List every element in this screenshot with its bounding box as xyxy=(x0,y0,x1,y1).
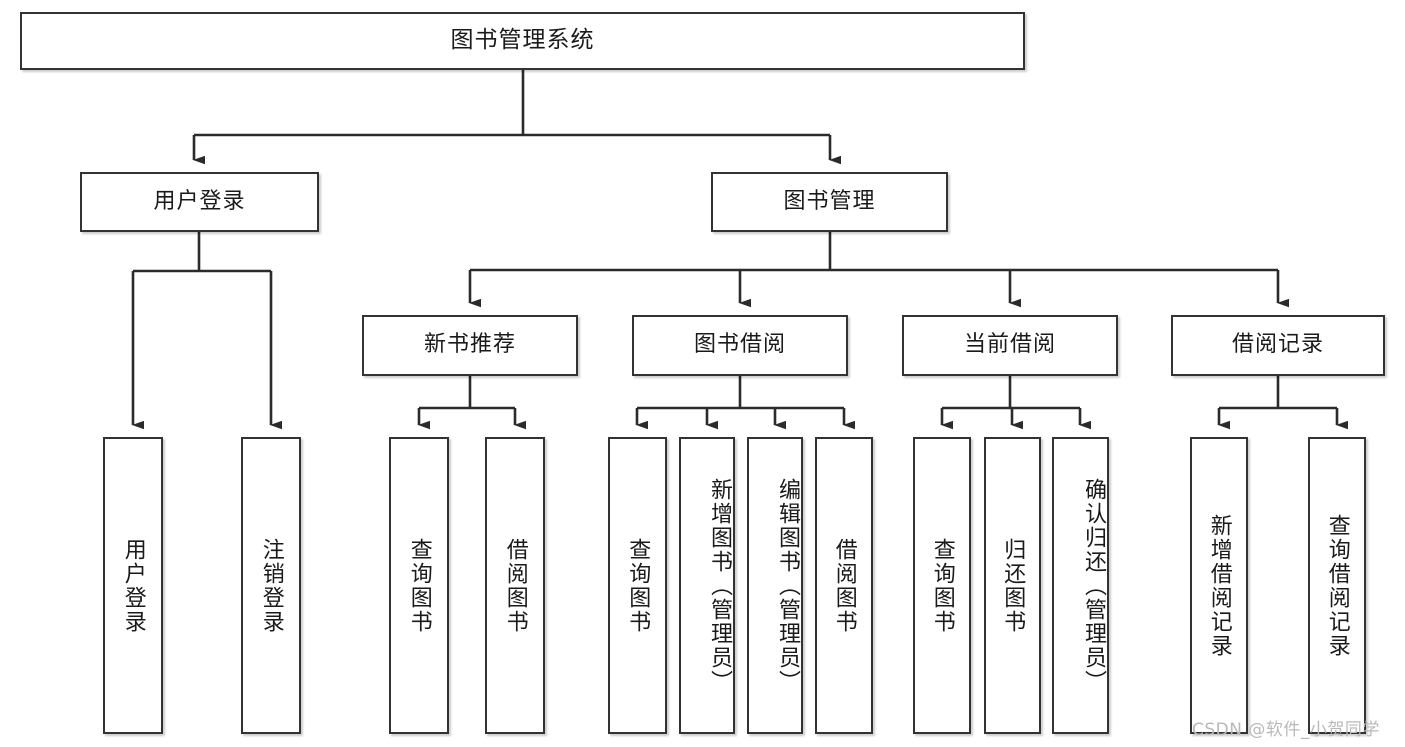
leaf-query-borrow-record[interactable]: 查询借阅记录 xyxy=(1308,437,1366,734)
leaf-user-logout-label: 注销登录 xyxy=(258,537,284,634)
node-book-management-label: 图书管理 xyxy=(783,188,876,214)
node-borrow-record-label: 借阅记录 xyxy=(1231,332,1324,358)
leaf-query-book-current[interactable]: 查询图书 xyxy=(913,437,971,734)
leaf-edit-book-admin[interactable]: 编辑图书（管理员） xyxy=(747,437,803,734)
node-book-management[interactable]: 图书管理 xyxy=(711,172,948,232)
node-new-book-recommend[interactable]: 新书推荐 xyxy=(362,315,578,376)
node-user-login[interactable]: 用户登录 xyxy=(80,172,319,232)
leaf-add-book-admin-label: 新增图书（管理员） xyxy=(707,477,732,694)
node-root-label: 图书管理系统 xyxy=(450,27,595,54)
leaf-borrow-book-recommend-label: 借阅图书 xyxy=(502,537,528,634)
leaf-query-book-borrow[interactable]: 查询图书 xyxy=(608,437,667,734)
leaf-user-logout[interactable]: 注销登录 xyxy=(241,437,301,734)
leaf-query-book-current-label: 查询图书 xyxy=(929,537,955,634)
node-current-borrow-label: 当前借阅 xyxy=(963,332,1056,358)
watermark: CSDN @软件_小贺同学 xyxy=(1192,720,1380,740)
leaf-user-login[interactable]: 用户登录 xyxy=(103,437,163,734)
leaf-confirm-return-admin-label: 确认归还（管理员） xyxy=(1081,477,1106,694)
node-user-login-label: 用户登录 xyxy=(153,188,246,214)
leaf-confirm-return-admin[interactable]: 确认归还（管理员） xyxy=(1052,437,1109,734)
leaf-edit-book-admin-label: 编辑图书（管理员） xyxy=(775,477,800,694)
leaf-add-borrow-record[interactable]: 新增借阅记录 xyxy=(1190,437,1248,734)
node-book-borrow-label: 图书借阅 xyxy=(693,332,786,358)
node-borrow-record[interactable]: 借阅记录 xyxy=(1171,315,1385,376)
leaf-query-book-borrow-label: 查询图书 xyxy=(625,537,651,634)
leaf-add-borrow-record-label: 新增借阅记录 xyxy=(1206,513,1232,658)
node-current-borrow[interactable]: 当前借阅 xyxy=(902,315,1118,376)
leaf-borrow-book-recommend[interactable]: 借阅图书 xyxy=(485,437,545,734)
node-book-borrow[interactable]: 图书借阅 xyxy=(632,315,848,376)
leaf-query-borrow-record-label: 查询借阅记录 xyxy=(1324,513,1350,658)
leaf-borrow-book-label: 借阅图书 xyxy=(831,537,857,634)
leaf-query-book-recommend[interactable]: 查询图书 xyxy=(389,437,449,734)
leaf-add-book-admin[interactable]: 新增图书（管理员） xyxy=(679,437,735,734)
leaf-borrow-book[interactable]: 借阅图书 xyxy=(815,437,873,734)
leaf-return-book[interactable]: 归还图书 xyxy=(984,437,1041,734)
leaf-return-book-label: 归还图书 xyxy=(1000,537,1026,634)
leaf-query-book-recommend-label: 查询图书 xyxy=(406,537,432,634)
leaf-user-login-label: 用户登录 xyxy=(120,537,146,634)
node-root[interactable]: 图书管理系统 xyxy=(20,12,1025,70)
node-new-book-recommend-label: 新书推荐 xyxy=(423,332,516,358)
